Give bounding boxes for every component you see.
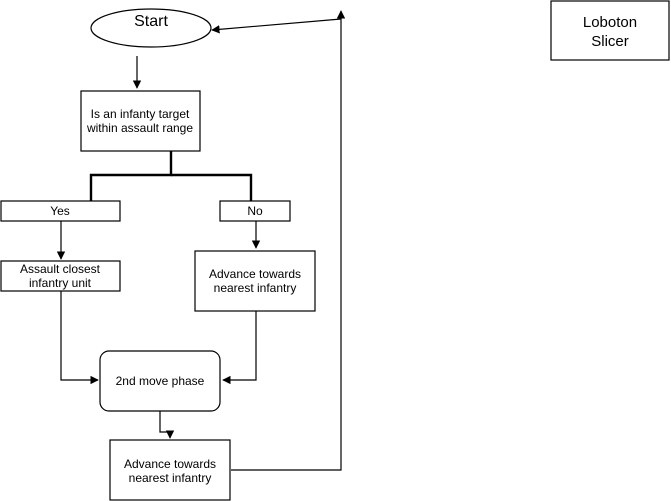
no-label: No [247, 204, 263, 218]
start-node: Start [90, 8, 212, 48]
connector-question-split [89, 151, 173, 201]
advance-right-label-line-1: Advance towards [209, 267, 301, 281]
advance-right-label-line-2: nearest infantry [214, 281, 297, 295]
start-label: Start [134, 13, 168, 30]
no-node: No [219, 200, 291, 222]
yes-label: Yes [50, 204, 70, 218]
connector-advance-to-move-phase [222, 311, 257, 385]
advance-bottom-label-line-1: Advance towards [124, 457, 216, 471]
assault-label-line-2: infantry unit [29, 276, 92, 290]
connector-loop-to-start [211, 18, 342, 34]
title-box-line-1: Loboton [583, 14, 637, 31]
title-box-line-2: Slicer [591, 33, 629, 50]
advance-right-node: Advance towards nearest infantry [194, 250, 316, 312]
question-node: Is an infanty target within assault rang… [80, 90, 201, 152]
title-box: Loboton Slicer [550, 0, 670, 61]
question-label-line-2: within assault range [86, 121, 193, 135]
question-label-line-1: Is an infanty target [91, 107, 190, 121]
move-phase-node: 2nd move phase [99, 350, 221, 412]
connector-move-phase-to-advance [159, 411, 175, 439]
connector-advance-to-top [231, 10, 346, 471]
advance-bottom-node: Advance towards nearest infantry [109, 439, 231, 501]
connector-assault-to-move-phase [60, 291, 99, 385]
connector-question-split-right [171, 173, 253, 201]
assault-label-line-1: Assault closest [20, 262, 101, 276]
advance-bottom-label-line-2: nearest infantry [129, 471, 212, 485]
move-phase-label: 2nd move phase [116, 374, 205, 388]
assault-node: Assault closest infantry unit [0, 260, 121, 292]
yes-node: Yes [0, 200, 121, 222]
